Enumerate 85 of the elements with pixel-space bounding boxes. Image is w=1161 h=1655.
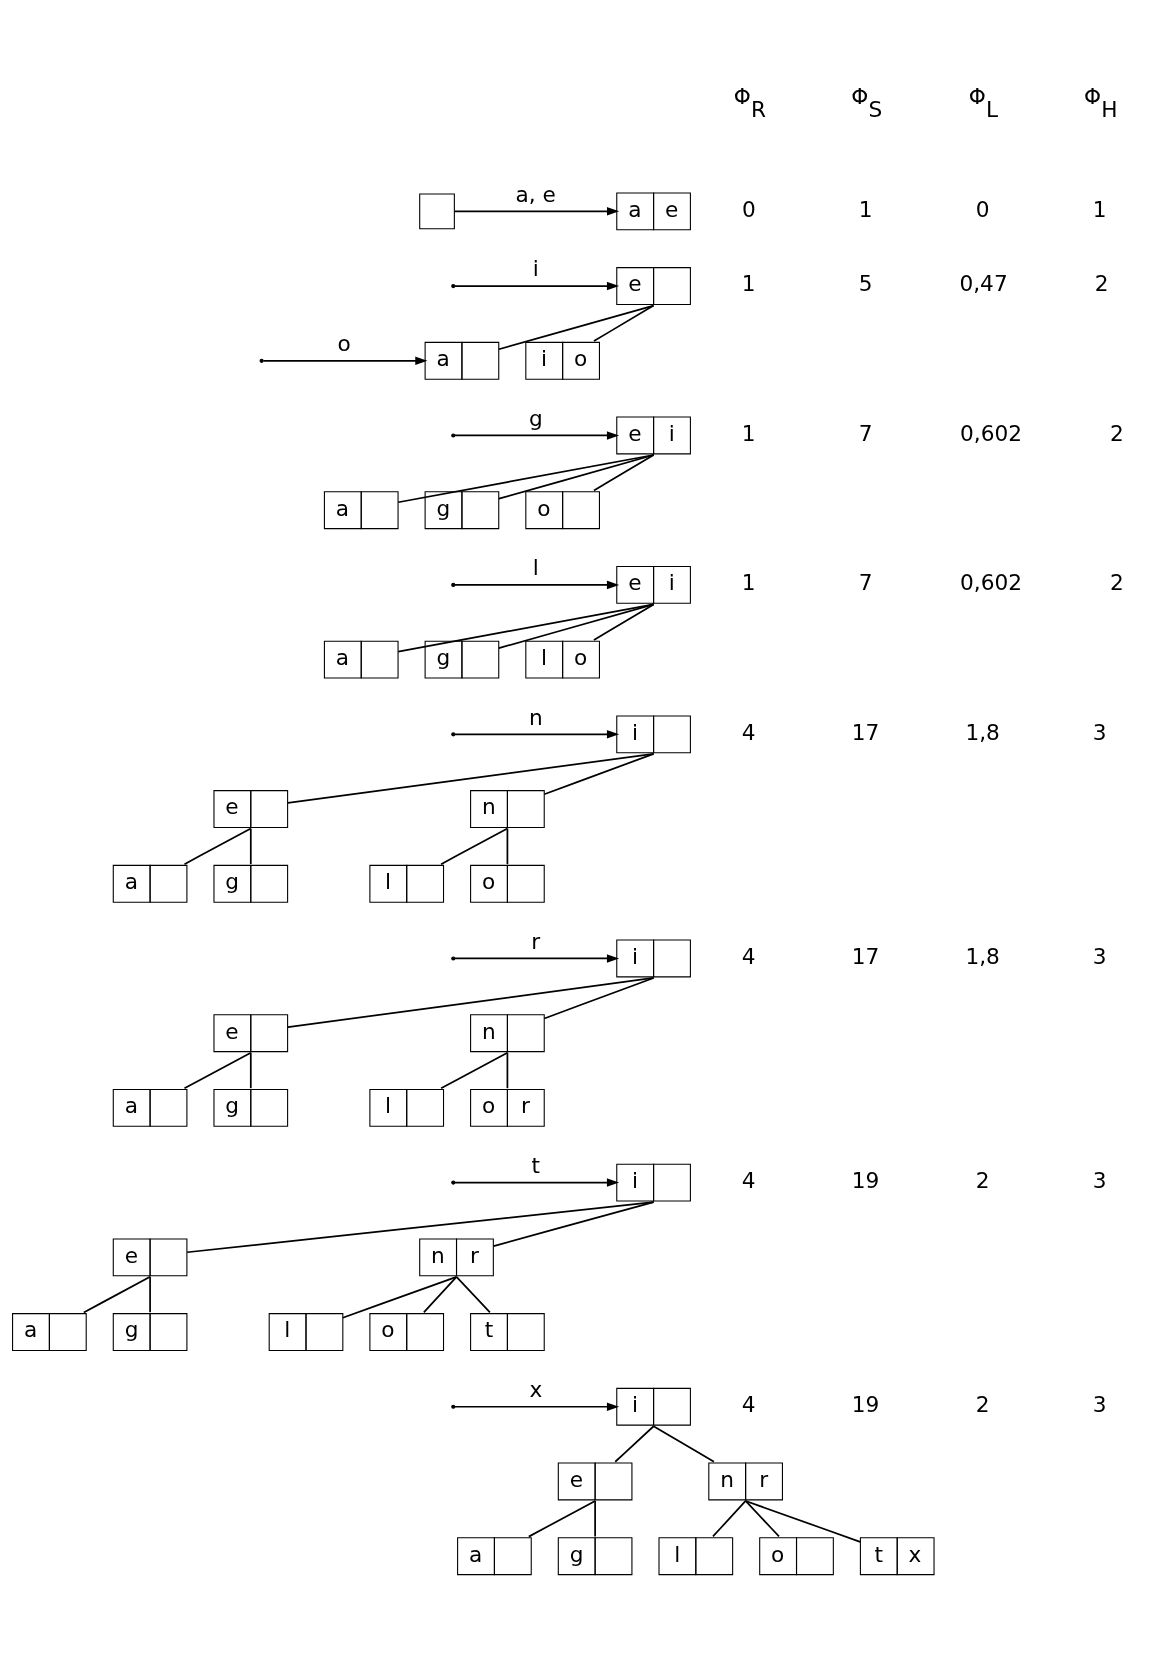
arrow <box>454 430 620 440</box>
connector <box>455 1275 491 1313</box>
connector <box>506 1051 509 1089</box>
connector <box>614 1424 655 1463</box>
connector <box>652 1424 715 1463</box>
connector <box>498 603 655 649</box>
label: 2 <box>1109 420 1124 446</box>
arrow <box>454 953 620 963</box>
connector <box>287 976 655 1028</box>
label: 4 <box>741 719 756 745</box>
connector <box>498 304 655 350</box>
arrow <box>262 356 428 365</box>
label: 19 <box>851 1391 880 1417</box>
label: 0,602 <box>960 420 1022 446</box>
edge-label: r <box>531 928 541 954</box>
label: 0 <box>975 196 990 222</box>
connector <box>543 976 655 1019</box>
connector <box>594 1499 596 1537</box>
edge-label: x <box>529 1376 543 1402</box>
edge-label: n <box>528 704 543 730</box>
label: 5 <box>858 270 873 296</box>
edge-label: l <box>532 554 539 580</box>
connector <box>186 1200 655 1253</box>
connector <box>149 1275 151 1313</box>
label: 17 <box>851 943 880 969</box>
connector <box>527 1499 596 1537</box>
connector <box>249 827 252 865</box>
connector <box>397 453 655 503</box>
edge-label: i <box>532 255 539 281</box>
label: 19 <box>851 1167 880 1193</box>
arrow <box>454 580 620 589</box>
label: 3 <box>1092 1391 1107 1417</box>
label: 1 <box>741 569 756 595</box>
node-box <box>419 193 455 229</box>
arrow <box>454 1177 620 1187</box>
label: 4 <box>741 1167 756 1193</box>
label: 0,602 <box>960 569 1022 595</box>
connector <box>498 453 655 500</box>
connector <box>183 827 252 865</box>
connector <box>506 827 509 865</box>
connector <box>287 752 655 804</box>
connector <box>440 827 509 865</box>
label: 0,47 <box>959 270 1008 296</box>
connector <box>423 1275 458 1313</box>
label: 4 <box>741 1391 756 1417</box>
edge-label: t <box>531 1152 541 1178</box>
connector <box>744 1499 861 1543</box>
connector <box>593 453 655 491</box>
connector <box>341 1275 458 1319</box>
label: 17 <box>851 719 880 745</box>
arrow <box>454 281 620 290</box>
arrow <box>454 729 620 739</box>
arrow <box>454 1402 620 1411</box>
arrow <box>453 206 620 216</box>
label: 7 <box>858 569 873 595</box>
connector <box>593 304 655 342</box>
label: 2 <box>1109 569 1124 595</box>
edge-label: g <box>528 405 543 431</box>
connector <box>249 1051 252 1089</box>
label: 7 <box>858 420 873 446</box>
label: 1 <box>858 196 873 222</box>
label: 1,8 <box>965 719 1000 745</box>
label: 2 <box>975 1167 990 1193</box>
connector <box>492 1200 655 1247</box>
label: 1 <box>741 420 756 446</box>
label: 3 <box>1092 719 1107 745</box>
connector <box>183 1051 252 1089</box>
label: 3 <box>1092 1167 1107 1193</box>
label: 4 <box>741 943 756 969</box>
label: 2 <box>1094 270 1109 296</box>
edge-label: o <box>337 330 351 356</box>
connector <box>744 1499 780 1537</box>
label: 2 <box>975 1391 990 1417</box>
connector <box>593 603 655 641</box>
label: 1 <box>741 270 756 296</box>
connector <box>440 1051 509 1089</box>
label: 0 <box>741 196 756 222</box>
label: 3 <box>1092 943 1107 969</box>
label: 1,8 <box>965 943 1000 969</box>
edge-label: a, e <box>515 181 556 207</box>
connector <box>543 752 655 795</box>
connector <box>712 1499 747 1537</box>
connector <box>397 603 655 653</box>
connector <box>82 1275 151 1313</box>
label: 1 <box>1092 196 1107 222</box>
